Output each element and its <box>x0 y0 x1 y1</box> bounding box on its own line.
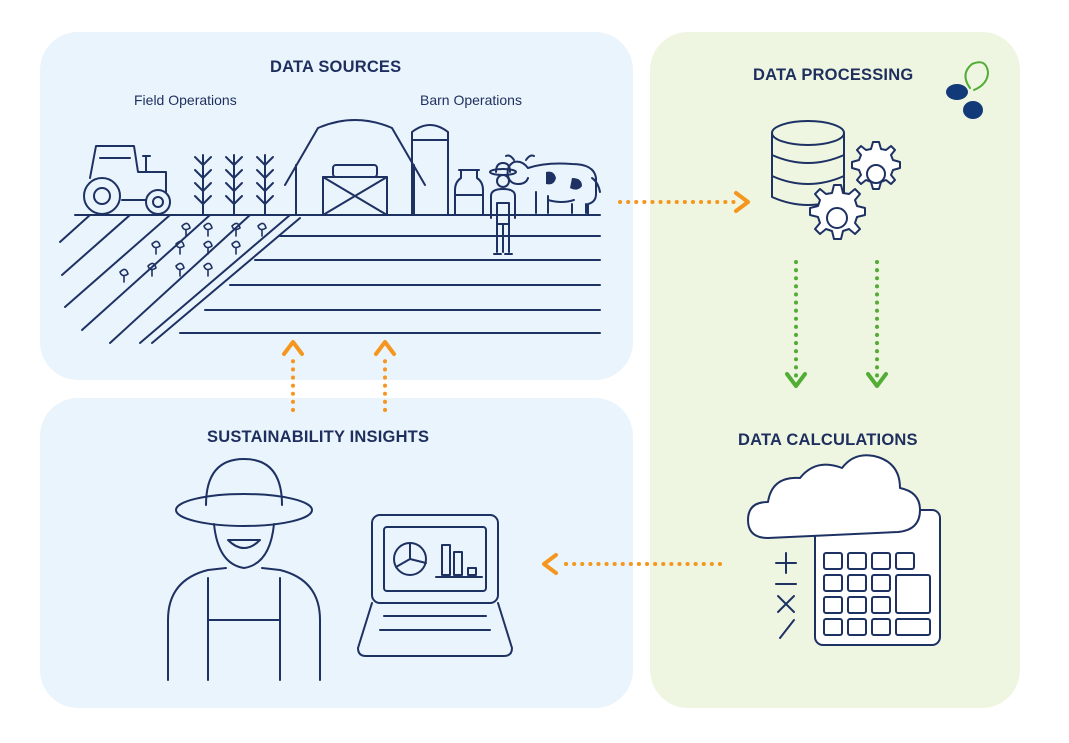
data-calculations-title: DATA CALCULATIONS <box>738 431 918 449</box>
milk-can-icon <box>454 169 484 216</box>
arrow-processing-to-calculations-head <box>785 372 888 388</box>
barn-rows <box>179 235 601 334</box>
field-operations-label: Field Operations <box>134 92 237 108</box>
farmer-icon <box>489 162 517 255</box>
arrow-processing-to-calculations <box>794 260 879 378</box>
gears-icon <box>809 141 901 240</box>
arrow-insights-to-sources-head <box>282 340 396 356</box>
arrow-sources-to-processing-head <box>734 191 750 213</box>
logo-icon <box>946 61 989 119</box>
tractor-icon <box>83 145 171 215</box>
data-processing-title: DATA PROCESSING <box>753 66 914 84</box>
cow-icon <box>505 154 601 215</box>
laptop-chart-icon <box>357 514 513 657</box>
calculator-keys <box>823 552 931 636</box>
barn-icon <box>284 119 426 216</box>
sustainability-insights-title: SUSTAINABILITY INSIGHTS <box>207 428 430 446</box>
barn-operations-label: Barn Operations <box>420 92 522 108</box>
field-furrows <box>59 214 301 344</box>
math-symbols-icon <box>775 552 797 639</box>
seedlings <box>119 222 267 283</box>
wheat-icon <box>194 154 274 216</box>
sustainability-insights-panel <box>40 398 633 708</box>
data-sources-title: DATA SOURCES <box>270 58 402 76</box>
silo-icon <box>411 124 449 216</box>
arrow-calculations-to-insights-head <box>542 553 558 575</box>
cloud-icon <box>747 454 921 539</box>
farmer-large-icon <box>167 458 321 681</box>
arrow-insights-to-sources <box>291 352 387 412</box>
